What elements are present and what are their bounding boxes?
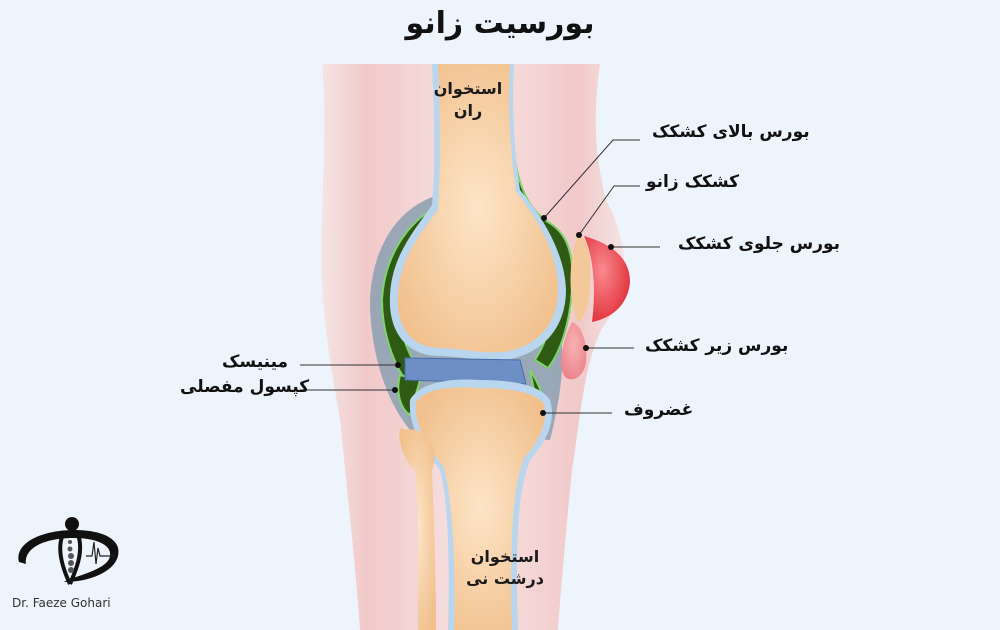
prepatellar-bursa [584,236,630,322]
label-cartilage: غضروف [624,400,694,420]
femur-label-line1: استخوان [433,79,503,98]
leader-suprapatellar [543,139,640,219]
label-suprapatellar-bursa: بورس بالای کشکک [652,122,810,142]
femur-label-line2: ران [453,101,483,120]
femur-label: استخوان ران [428,78,508,122]
tibia-label: استخوان درشت نی [455,546,555,590]
meniscus [404,357,527,385]
femur [389,64,566,361]
label-meniscus: مینیسک [222,352,289,372]
tibia-label-line2: درشت نی [466,569,544,588]
page-title: بورسیت زانو [405,6,595,41]
logo-text: Dr. Faeze Gohari [12,596,111,610]
fibula [399,428,436,630]
patella [570,236,591,322]
leader-dots [392,215,614,416]
infrapatellar-bursa [561,322,587,380]
logo-icon [18,517,119,585]
tibia [409,379,552,630]
label-infrapatellar-bursa: بورس زیر کشکک [645,336,789,356]
leader-lines [300,139,660,414]
leader-patella [578,185,640,236]
label-patella: کشکک زانو [646,172,740,192]
tibia-label-line1: استخوان [470,547,540,566]
label-prepatellar-bursa: بورس جلوی کشکک [678,234,841,254]
label-joint-capsule: کپسول مفصلی [180,377,310,397]
